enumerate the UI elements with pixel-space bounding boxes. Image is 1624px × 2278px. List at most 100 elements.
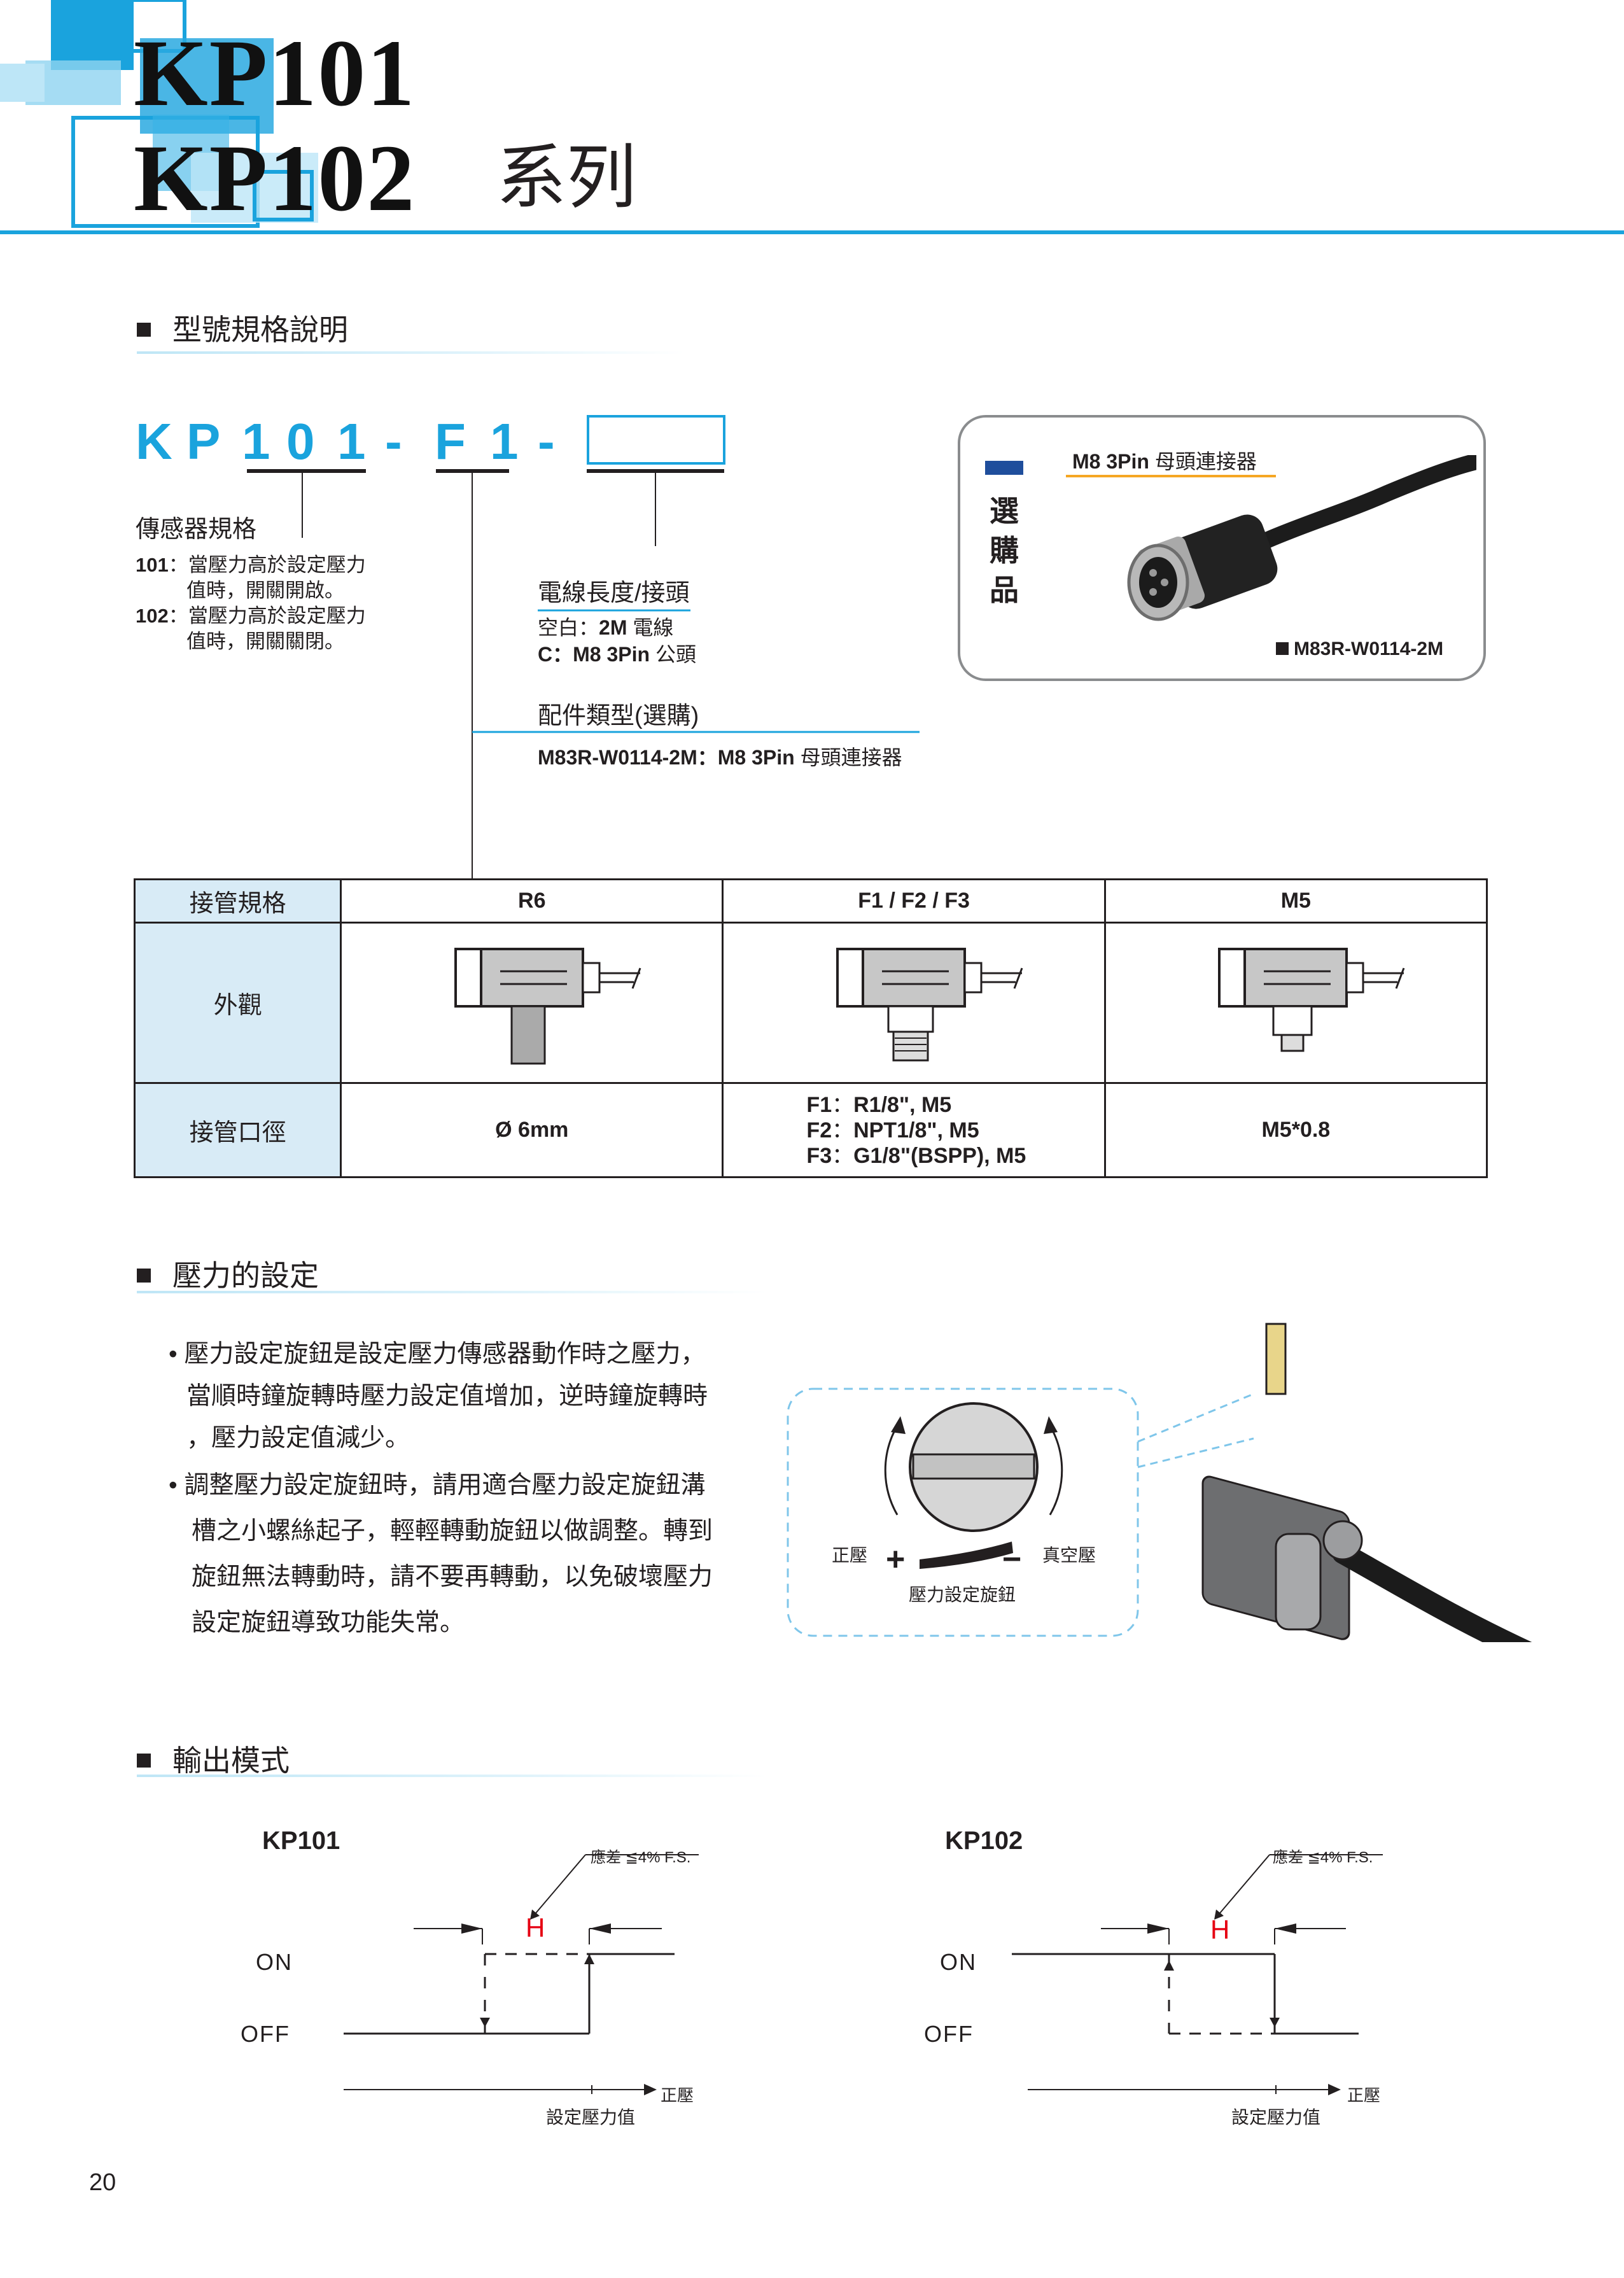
part-number-text: M83R-W0114-2M: [1294, 638, 1444, 659]
section-title-text: 輸出模式: [172, 1744, 290, 1777]
header-rule: [0, 230, 1624, 234]
spec-line: 當壓力高於設定壓力: [188, 605, 366, 627]
table-header-cell: F1 / F2 / F3: [722, 878, 1106, 924]
table-header-cell: R6: [340, 878, 724, 924]
appearance-cell: [340, 922, 724, 1084]
code-char: K: [136, 413, 172, 470]
section-title-output: 輸出模式: [137, 1738, 290, 1780]
axis-label: 設定壓力值: [1231, 2107, 1321, 2127]
table-row-label: 接管口徑: [133, 1082, 342, 1178]
f-line: F2：NPT1/8", M5: [806, 1118, 1103, 1143]
on-label: ON: [940, 1949, 977, 1975]
code-char: 1: [242, 413, 270, 470]
sensor-spec-title: 傳感器規格: [136, 516, 257, 543]
cable-value: M8 3Pin: [573, 643, 650, 666]
pressure-paragraph-2: • 調整壓力設定旋鈕時，請用適合壓力設定旋鈕溝 槽之小螺絲起子，輕輕轉動旋鈕以做…: [169, 1463, 713, 1646]
section-title-text: 型號規格說明: [172, 313, 348, 346]
f-sensor-drawing: [836, 948, 1023, 1062]
spec-line: 值時，開關開啟。: [186, 579, 344, 601]
section-underline: [137, 351, 684, 354]
optional-part-number: M83R-W0114-2M: [1276, 638, 1443, 660]
para-line: 旋鈕無法轉動時，請不要再轉動，以免破壞壓力: [192, 1563, 713, 1591]
series-label: 系列: [496, 139, 636, 217]
kp101-output-chart: [344, 1854, 699, 2095]
cable-value: 2M: [599, 616, 627, 639]
label-positive-pressure: 正壓: [832, 1545, 868, 1565]
axis-end-label: 正壓: [1347, 2086, 1381, 2105]
hysteresis-label: 應差 ≦4% F.S.: [1273, 1849, 1373, 1866]
label-knob: 壓力設定旋鈕: [909, 1585, 1016, 1605]
f-value: G1/8"(BSPP), M5: [853, 1143, 1026, 1168]
f-line: F3：G1/8"(BSPP), M5: [806, 1143, 1103, 1169]
para-line: 設定旋鈕導致功能失常。: [192, 1609, 465, 1636]
cable-prefix: 空白：: [538, 616, 599, 639]
section-title-text: 壓力的設定: [172, 1259, 319, 1292]
appearance-cell: [722, 922, 1106, 1084]
optional-caption-underline: [1066, 475, 1276, 477]
f-line: F1：R1/8", M5: [806, 1092, 1103, 1118]
off-label: OFF: [241, 2021, 290, 2047]
optional-vertical-label: 選 購 品: [990, 491, 1019, 610]
table-header-cell: 接管規格: [133, 878, 342, 924]
model-title-line2: KP102: [134, 125, 416, 231]
caption-text: 母頭連接器: [1149, 450, 1257, 473]
section-underline: [137, 1291, 767, 1293]
spec-code: 102: [136, 605, 169, 627]
off-label: OFF: [924, 2021, 974, 2047]
header-squares-graphic: [0, 0, 318, 228]
diameter-cell: Ø 6mm: [340, 1082, 724, 1178]
output-diagram-title: KP102: [945, 1827, 1023, 1855]
axis-label: 設定壓力值: [546, 2107, 636, 2127]
spec-line: 當壓力高於設定壓力: [188, 554, 366, 576]
code-char: 0: [286, 413, 315, 470]
table-header-cell: M5: [1103, 878, 1488, 924]
f-value: NPT1/8", M5: [853, 1118, 979, 1143]
pressure-paragraph-1: • 壓力設定旋鈕是設定壓力傳感器動作時之壓力， 當順時鐘旋轉時壓力設定值增加，逆…: [169, 1333, 708, 1459]
h-marker: H: [526, 1913, 545, 1943]
accessory-title: 配件類型(選購): [538, 703, 699, 729]
on-label: ON: [256, 1949, 293, 1975]
vertical-char: 購: [990, 534, 1019, 567]
accessory-desc: 母頭連接器: [794, 746, 902, 769]
bullet-dot: •: [169, 1340, 185, 1368]
code-char: F: [435, 413, 466, 470]
knob-diagram: [787, 1323, 1532, 1642]
plus-sign: +: [886, 1541, 906, 1578]
para-line: 槽之小螺絲起子，輕輕轉動旋鈕以做調整。轉到: [192, 1517, 713, 1545]
f-code: F3: [806, 1143, 832, 1168]
code-char: 1: [337, 413, 366, 470]
para-line: 當順時鐘旋轉時壓力設定值增加，逆時鐘旋轉時: [186, 1382, 708, 1410]
f-sep: ：: [832, 1143, 854, 1168]
caption-bold: M8 3Pin: [1072, 450, 1149, 473]
hysteresis-label: 應差 ≦4% F.S.: [591, 1849, 691, 1866]
minus-sign: −: [1002, 1541, 1022, 1578]
f-code: F1: [806, 1092, 832, 1117]
label-vacuum-pressure: 真空壓: [1042, 1545, 1096, 1565]
sensor-spec-item: 101：當壓力高於設定壓力 值時，開關開啟。 102：當壓力高於設定壓力 值時，…: [136, 552, 366, 654]
f-sep: ：: [832, 1092, 854, 1117]
code-char: -: [385, 413, 402, 470]
spec-code: 101: [136, 554, 169, 576]
section-title-pressure: 壓力的設定: [137, 1253, 319, 1295]
spec-sep: ：: [168, 605, 188, 627]
section-underline: [137, 1775, 767, 1777]
code-char: P: [186, 413, 221, 470]
diameter-cell: M5*0.8: [1103, 1082, 1488, 1178]
appearance-cell: [1103, 922, 1488, 1084]
h-marker: H: [1210, 1915, 1230, 1944]
square-bullet-icon: [1276, 642, 1289, 655]
section-title-model: 型號規格說明: [137, 307, 348, 349]
m5-sensor-drawing: [1218, 948, 1405, 1052]
bullet-dot: •: [169, 1472, 185, 1499]
para-line: 壓力設定旋鈕是設定壓力傳感器動作時之壓力，: [184, 1340, 706, 1368]
square-bullet-icon: [137, 1268, 151, 1283]
diameter-cell-f: F1：R1/8", M5 F2：NPT1/8", M5 F3：G1/8"(BSP…: [722, 1082, 1106, 1178]
f-sep: ：: [832, 1118, 854, 1143]
accessory-line: M83R-W0114-2M：M8 3Pin 母頭連接器: [538, 742, 902, 771]
square-bullet-icon: [137, 1753, 151, 1768]
code-blank-box: [587, 415, 725, 465]
cable-prefix: C：: [538, 643, 573, 666]
code-char: 1: [490, 413, 519, 470]
cable-title: 電線長度/接頭: [538, 580, 690, 607]
page-number: 20: [89, 2169, 116, 2196]
